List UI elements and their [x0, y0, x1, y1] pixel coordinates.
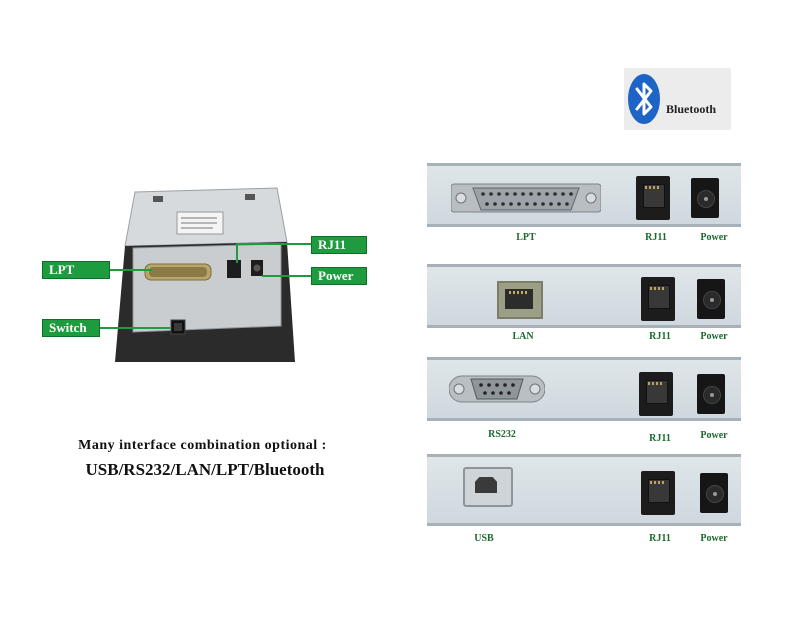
printer-label-rj11: RJ11: [311, 236, 367, 254]
power-leader-line: [262, 275, 312, 277]
rj11-port: [636, 176, 670, 220]
panel2-label-lan: LAN: [512, 331, 534, 342]
port-panel-rs232: [427, 357, 741, 421]
bluetooth-logo: Bluetooth: [624, 68, 731, 130]
rj11-leader-drop: [236, 243, 238, 263]
power-jack: [697, 374, 725, 414]
bluetooth-icon: [628, 74, 660, 124]
panel4-label-rj11: RJ11: [649, 533, 671, 544]
panel2-label-rj11: RJ11: [649, 331, 671, 342]
rj11-port: [641, 471, 675, 515]
printer-label-power: Power: [311, 267, 367, 285]
panel3-label-power: Power: [700, 430, 728, 441]
caption-line-1: Many interface combination optional :: [78, 438, 327, 453]
panel4-label-power: Power: [700, 533, 728, 544]
rj11-port: [639, 372, 673, 416]
rj11-port: [641, 277, 675, 321]
rj11-leader-line: [236, 243, 312, 245]
power-jack: [700, 473, 728, 513]
printer-label-power-text: Power: [318, 268, 354, 283]
printer-label-lpt: LPT: [42, 261, 110, 279]
panel1-label-power: Power: [700, 232, 728, 243]
port-panel-usb: [427, 454, 741, 526]
panel1-label-rj11: RJ11: [645, 232, 667, 243]
db9-connector: [449, 375, 545, 403]
power-jack: [691, 178, 719, 218]
port-panel-lpt: [427, 163, 741, 227]
printer-label-lpt-text: LPT: [49, 262, 75, 277]
lan-port: [497, 281, 543, 319]
printer-label-rj11-text: RJ11: [318, 237, 347, 252]
printer-label-switch-text: Switch: [49, 320, 87, 335]
db25-connector: [451, 183, 601, 213]
bluetooth-logo-text: Bluetooth: [666, 102, 717, 116]
printer-label-switch: Switch: [42, 319, 100, 337]
caption-line-2: USB/RS232/LAN/LPT/Bluetooth: [85, 460, 325, 479]
panel4-label-usb: USB: [474, 533, 494, 544]
power-jack: [697, 279, 725, 319]
printer-rear-photo: [105, 184, 305, 364]
lpt-leader-line: [110, 269, 152, 271]
panel2-label-power: Power: [700, 331, 728, 342]
port-panel-lan: [427, 264, 741, 328]
switch-leader-line: [98, 327, 170, 329]
panel3-label-rj11: RJ11: [649, 433, 671, 444]
panel1-label-lpt: LPT: [516, 232, 536, 243]
usb-b-port: [463, 467, 513, 507]
panel3-label-rs232: RS232: [488, 429, 516, 440]
